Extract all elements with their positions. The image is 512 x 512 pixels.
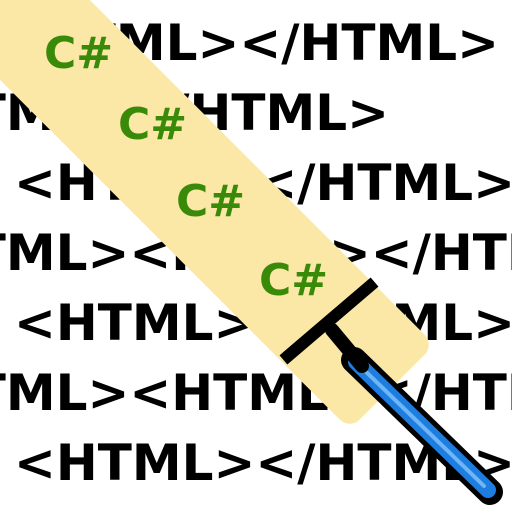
brush-neck — [325, 323, 369, 373]
html-tag-row: <HTML><HTML></HTML> — [0, 364, 512, 422]
brush-handle-highlight — [358, 364, 486, 488]
brush-blade — [279, 277, 379, 365]
csharp-label: C# — [259, 255, 329, 306]
csharp-label: C# — [44, 28, 114, 79]
csharp-label: C# — [176, 176, 246, 227]
csharp-label: C# — [118, 99, 188, 150]
